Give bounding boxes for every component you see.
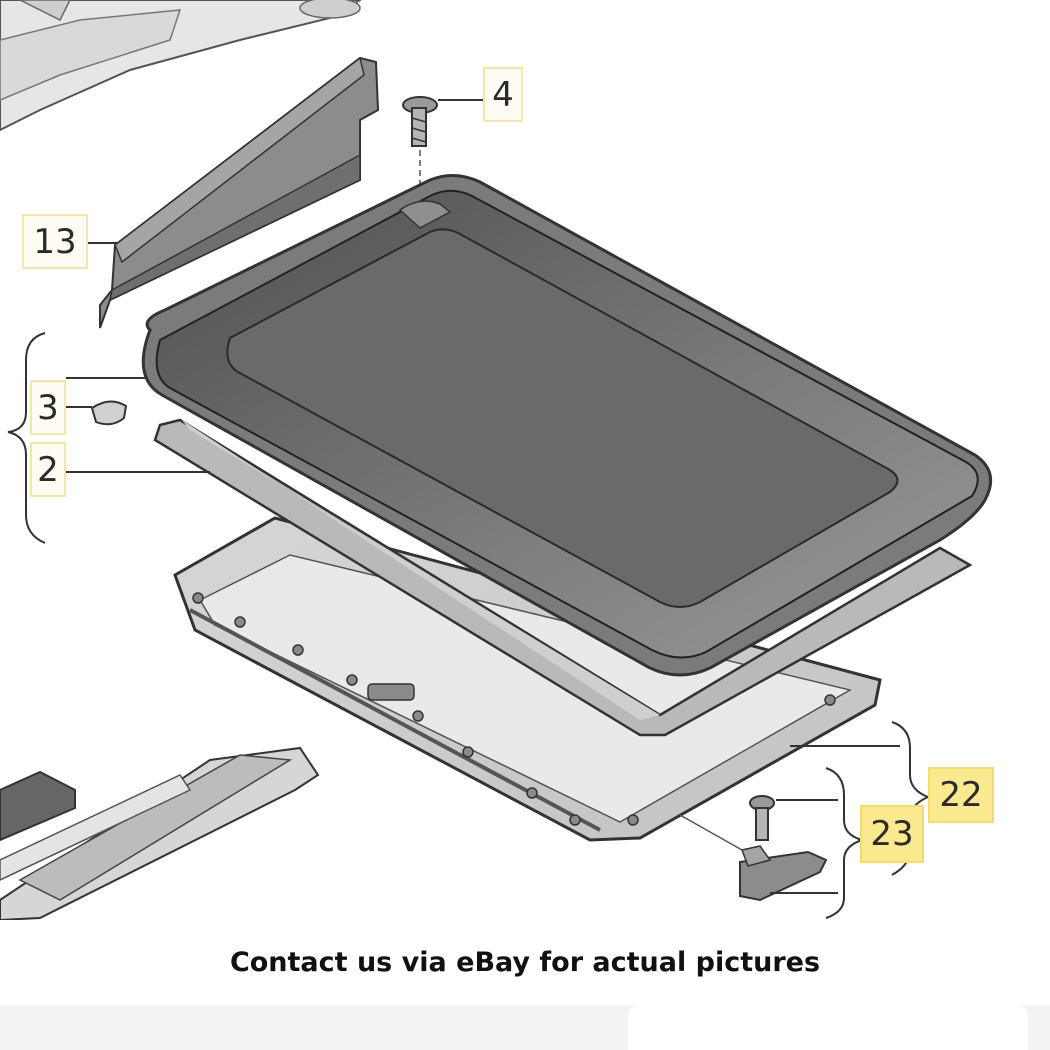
exploded-view-drawing <box>0 0 993 920</box>
glass-panel-assembly <box>141 174 993 677</box>
wind-deflector-part-13 <box>99 56 380 329</box>
bottom-card <box>628 1003 1028 1050</box>
callout-part-22: 22 <box>928 767 994 823</box>
bracket-part-23 <box>679 795 828 902</box>
callout-part-13: 13 <box>22 214 88 269</box>
parts-diagram: 4 13 3 2 22 23 <box>0 0 994 920</box>
contact-caption: Contact us via eBay for actual pictures <box>229 947 821 978</box>
callout-part-3: 3 <box>30 380 66 435</box>
callout-part-23: 23 <box>860 805 924 863</box>
caption-band: Contact us via eBay for actual pictures <box>0 920 1050 1005</box>
plug-part-3 <box>90 400 128 426</box>
guide-rail-assembly <box>0 746 320 920</box>
screw-part-4 <box>402 96 438 205</box>
seal-part-2 <box>153 418 973 737</box>
callout-part-4: 4 <box>483 67 523 122</box>
callout-part-2: 2 <box>30 442 66 497</box>
roof-panel-fragment <box>0 0 362 132</box>
